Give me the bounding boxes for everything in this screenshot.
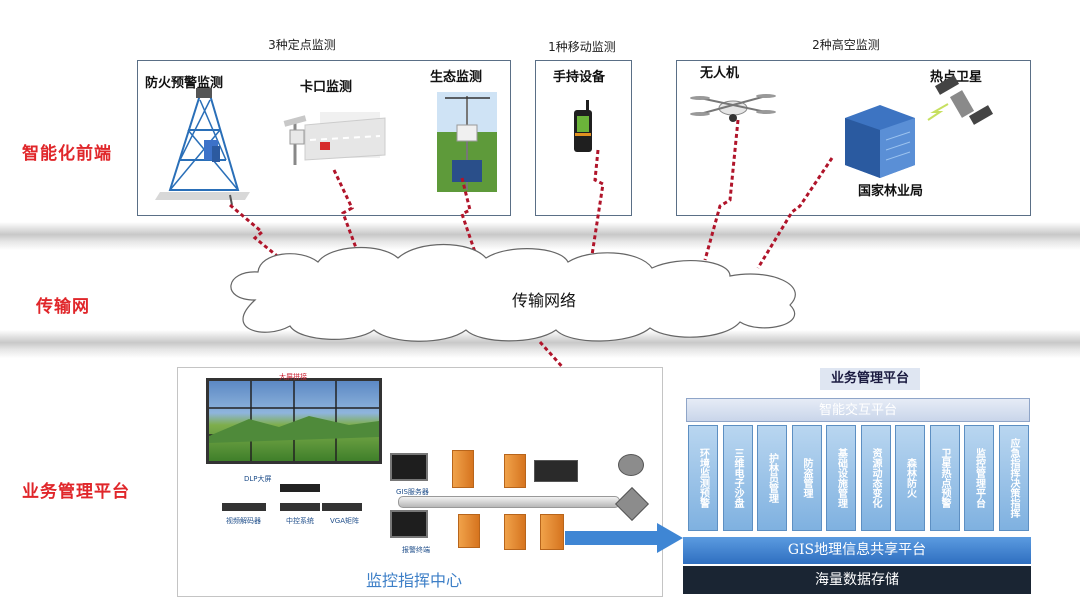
device-label-handheld: 手持设备: [553, 70, 606, 85]
dlp-device: [280, 484, 320, 492]
device-label-fire: 防火预警监测: [145, 76, 224, 91]
platform-module: 防盗管理: [791, 425, 822, 531]
network-backbone-bar: [398, 496, 620, 508]
platform-module: 护林员管理: [757, 425, 787, 531]
tier-label-front: 智能化前端: [22, 144, 112, 164]
platform-module: 监控管理平台: [964, 425, 994, 531]
vga-device: [322, 503, 362, 511]
flow-arrow-icon: [565, 523, 683, 553]
decoder-label: 视频解码器: [226, 517, 261, 525]
ecology-station-icon: [437, 92, 497, 192]
platform-module: 三维电子沙盘: [722, 425, 753, 531]
server-icon-4: [504, 514, 526, 550]
platform-module: 森林防火: [895, 425, 925, 531]
group-caption-aerial: 2种高空监测: [812, 38, 880, 52]
server-icon-1: [452, 450, 474, 488]
command-center-title: 监控指挥中心: [366, 571, 463, 590]
handheld-device-icon: [574, 100, 592, 152]
middleware-device: [280, 503, 320, 511]
server-icon-2: [504, 454, 526, 488]
dlp-label: DLP大屏: [244, 475, 272, 483]
middleware-label: 中控系统: [286, 517, 314, 525]
router-icon: [618, 454, 644, 476]
platform-module: 资源动态变化: [860, 425, 891, 531]
server-icon-5: [540, 514, 564, 550]
device-label-checkpoint: 卡口监测: [300, 80, 353, 95]
platform-module: 应急指挥决策指挥: [998, 425, 1029, 531]
gis-server-label: GIS服务器: [396, 488, 429, 496]
platform-gis-bar: GIS地理信息共享平台: [683, 537, 1031, 564]
fire-tower-icon: [155, 88, 250, 206]
group-caption-fixed: 3种定点监测: [268, 38, 336, 52]
storage-array-icon: [534, 460, 578, 482]
transport-cloud-icon: [230, 244, 796, 342]
platform-module: 环境监测预警: [688, 425, 718, 531]
platform-title: 业务管理平台: [820, 368, 920, 390]
group-caption-mobile: 1种移动监测: [548, 40, 616, 54]
satellite-icon: [927, 75, 994, 125]
vga-label: VGA矩阵: [330, 517, 360, 525]
alarm-computer-icon: [390, 510, 428, 538]
video-wall: 大屏拼接: [206, 373, 382, 464]
drone-icon: [690, 94, 776, 122]
tier-label-network: 传输网: [36, 297, 90, 317]
platform-module: 卫星热点预警: [929, 425, 960, 531]
platform-top-bar: 智能交互平台: [686, 398, 1030, 422]
tier-label-business: 业务管理平台: [22, 482, 130, 502]
video-wall-grid: [209, 381, 379, 461]
gis-computer-icon: [390, 453, 428, 481]
platform-storage-bar: 海量数据存储: [683, 566, 1031, 594]
platform-module: 基础设施管理: [826, 425, 856, 531]
server-icon-3: [458, 514, 480, 548]
cloud-label: 传输网络: [512, 291, 577, 310]
device-label-ecology: 生态监测: [430, 70, 483, 85]
device-label-bureau: 国家林业局: [858, 184, 924, 199]
decoder-device: [222, 503, 266, 511]
checkpoint-camera-icon: [283, 112, 386, 165]
screen-label: 大屏拼接: [279, 373, 307, 381]
device-label-satellite: 热点卫星: [930, 70, 983, 85]
forestry-bureau-building-icon: [845, 105, 915, 178]
device-label-drone: 无人机: [700, 66, 740, 81]
upper-band: [0, 222, 1080, 250]
alarm-terminal-label: 报警终端: [402, 546, 430, 554]
